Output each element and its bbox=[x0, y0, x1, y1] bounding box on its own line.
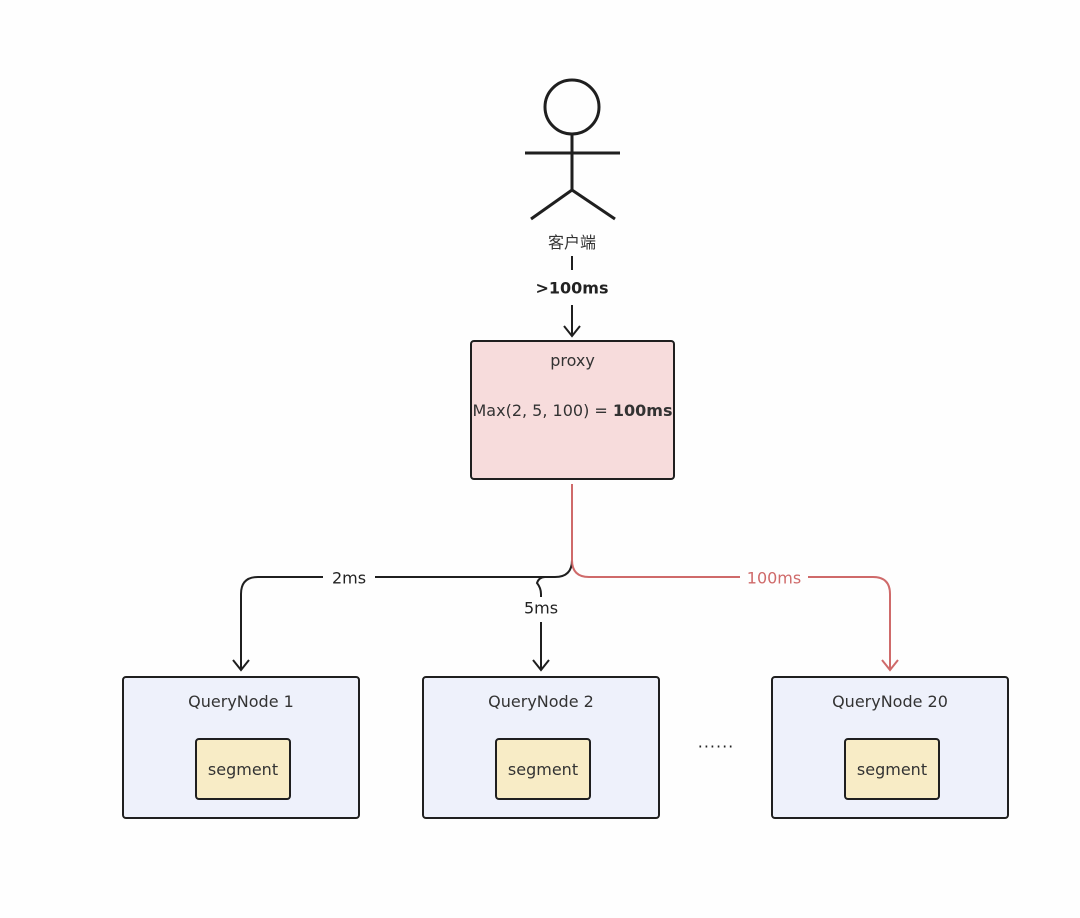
proxy-formula: Max(2, 5, 100) = 100ms bbox=[472, 401, 673, 420]
proxy-title: proxy bbox=[550, 351, 595, 370]
querynode-title: QueryNode 2 bbox=[488, 692, 594, 711]
proxy-node: proxy Max(2, 5, 100) = 100ms bbox=[470, 340, 675, 480]
segment-box: segment bbox=[844, 738, 940, 800]
client-label: 客户端 bbox=[547, 233, 597, 252]
edge-label-100ms: 100ms bbox=[746, 568, 802, 588]
proxy-formula-prefix: Max(2, 5, 100) = bbox=[472, 401, 613, 420]
edge-label-2ms: 2ms bbox=[331, 568, 367, 588]
segment-box: segment bbox=[195, 738, 291, 800]
client-proxy-arrow bbox=[563, 256, 581, 338]
client-latency-label: >100ms bbox=[535, 278, 609, 298]
querynode-20: QueryNode 20 segment bbox=[771, 676, 1009, 819]
edge-label-5ms: 5ms bbox=[523, 598, 559, 618]
edge-querynode-1 bbox=[232, 559, 573, 672]
querynode-2: QueryNode 2 segment bbox=[422, 676, 660, 819]
querynode-title: QueryNode 1 bbox=[188, 692, 294, 711]
client-actor-icon bbox=[525, 78, 620, 221]
querynode-1: QueryNode 1 segment bbox=[122, 676, 360, 819]
querynode-title: QueryNode 20 bbox=[832, 692, 948, 711]
ellipsis: ...... bbox=[697, 732, 735, 752]
edge-querynode-2 bbox=[532, 576, 555, 672]
segment-box: segment bbox=[495, 738, 591, 800]
proxy-formula-result: 100ms bbox=[612, 401, 673, 420]
edge-querynode-20 bbox=[571, 484, 899, 672]
